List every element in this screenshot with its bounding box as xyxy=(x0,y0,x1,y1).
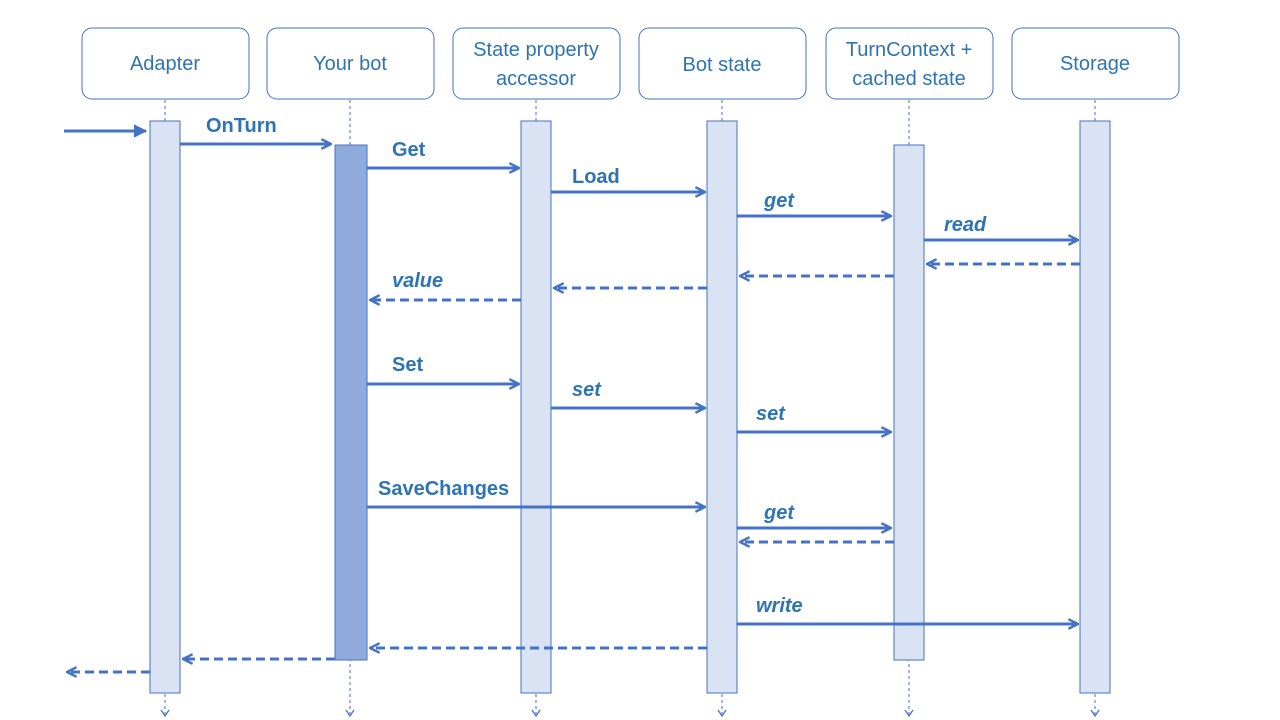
activation-accessor xyxy=(520,120,552,694)
activation-bot-state xyxy=(706,120,738,694)
participant-storage-label: Storage xyxy=(1060,53,1130,75)
participant-turn-context: TurnContext + cached state xyxy=(825,27,994,100)
msg-set-cache-label: set xyxy=(756,403,786,425)
msg-write-label: write xyxy=(756,595,803,617)
activation-adapter xyxy=(149,120,181,694)
msg-read-label: read xyxy=(944,214,987,236)
msg-save-changes-label: SaveChanges xyxy=(378,478,509,500)
lifeline-end-storage xyxy=(1090,709,1100,718)
participant-turn-context-label-line1: TurnContext + xyxy=(846,39,973,61)
msg-get-cache-2-label: get xyxy=(763,502,795,524)
msg-onturn-label: OnTurn xyxy=(206,115,277,137)
activation-turn-context xyxy=(893,144,925,661)
msg-get-label: Get xyxy=(392,139,426,161)
participant-adapter: Adapter xyxy=(81,27,250,100)
msg-set-bot-state-label: set xyxy=(572,379,602,401)
msg-load-label: Load xyxy=(572,166,620,188)
lifeline-end-your-bot xyxy=(345,709,355,718)
participant-accessor-label-line1: State property xyxy=(473,39,599,61)
participant-bot-state: Bot state xyxy=(638,27,807,100)
lifeline-end-accessor xyxy=(531,709,541,718)
msg-get-cache-label: get xyxy=(763,190,795,212)
participant-accessor-label-line2: accessor xyxy=(496,68,576,90)
activation-your-bot xyxy=(334,144,368,661)
participant-your-bot-label: Your bot xyxy=(313,53,387,75)
msg-set-label: Set xyxy=(392,354,423,376)
participant-adapter-label: Adapter xyxy=(130,53,200,75)
lifeline-end-turn-context xyxy=(904,709,914,718)
lifeline-end-adapter xyxy=(160,709,170,718)
participant-turn-context-label-line2: cached state xyxy=(852,68,965,90)
return-value-label: value xyxy=(392,270,443,292)
participant-bot-state-label: Bot state xyxy=(683,54,762,76)
participant-your-bot: Your bot xyxy=(266,27,435,100)
activation-storage xyxy=(1079,120,1111,694)
participant-storage: Storage xyxy=(1011,27,1180,100)
lifeline-end-bot-state xyxy=(717,709,727,718)
participant-accessor: State property accessor xyxy=(452,27,621,100)
